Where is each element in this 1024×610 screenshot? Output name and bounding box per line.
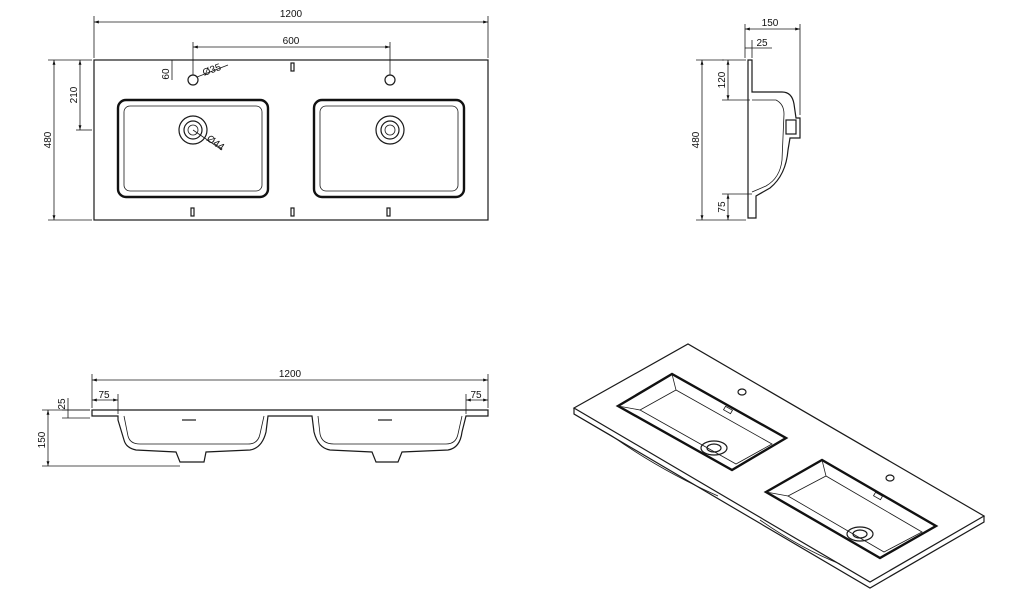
iso-left-bowl (615, 372, 789, 472)
side-view: 150 25 120 480 75 (691, 18, 801, 221)
right-drain (375, 115, 405, 145)
top-tap-label: Ø35 (201, 62, 223, 79)
iso-right-tap-hole (885, 474, 895, 482)
iso-countertop (572, 343, 986, 583)
front-thickness-label: 25 (57, 398, 68, 410)
top-width-label: 1200 (280, 9, 303, 20)
iso-left-tap-hole (737, 388, 747, 396)
side-depth-label: 150 (762, 18, 779, 29)
right-tap-hole (384, 74, 396, 86)
top-spacing-label: 600 (283, 36, 300, 47)
iso-right-drain (846, 526, 874, 542)
top-bowl-offset-label: 210 (69, 86, 80, 103)
right-bowl (312, 98, 466, 199)
left-tap-hole (187, 74, 199, 86)
front-height-label: 150 (37, 431, 48, 448)
countertop-outline (93, 59, 489, 221)
side-bottom-label: 75 (717, 201, 728, 213)
isometric-view (572, 343, 986, 589)
side-top-height-label: 120 (717, 71, 728, 88)
left-drain (178, 115, 208, 145)
iso-left-drain (700, 440, 728, 456)
front-view: 1200 75 75 25 150 (37, 369, 489, 467)
front-width-label: 1200 (279, 369, 302, 380)
top-view: 1200 600 60 Ø35 Ø44 480 210 (43, 9, 489, 221)
iso-right-bowl (763, 458, 939, 560)
left-bowl (116, 98, 270, 199)
side-total-label: 480 (691, 131, 702, 148)
side-section (747, 59, 801, 219)
side-lip-label: 25 (756, 38, 768, 49)
top-drain-label: Ø44 (204, 133, 226, 153)
front-right-margin-label: 75 (470, 390, 482, 401)
top-depth-label: 480 (43, 131, 54, 148)
front-left-margin-label: 75 (98, 390, 110, 401)
top-offset-label: 60 (161, 68, 172, 80)
front-section (91, 409, 489, 463)
